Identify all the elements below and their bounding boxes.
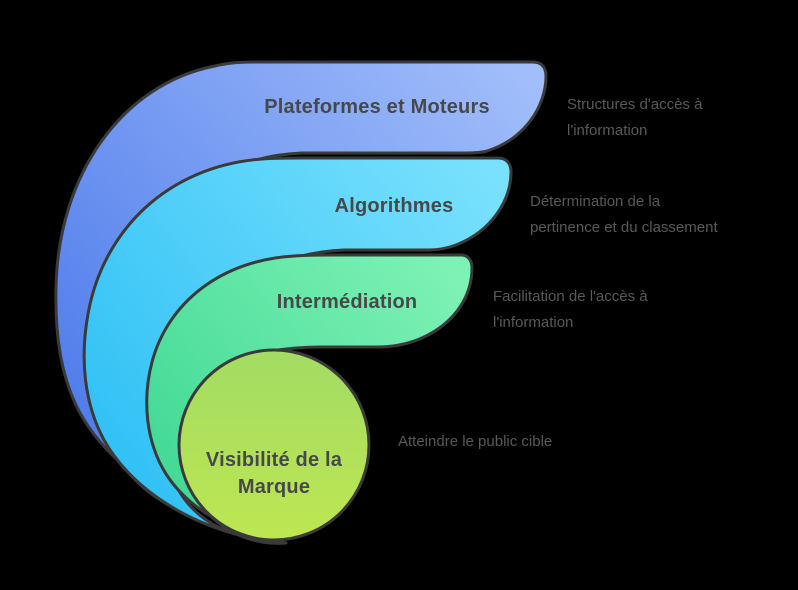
segment-caption-text: pertinence et du classement xyxy=(530,219,718,236)
segment-caption-text: l'information xyxy=(567,122,648,139)
segment-title-text: Marque xyxy=(237,476,311,498)
segment-caption-text: l'information xyxy=(493,314,574,331)
segment-title-text: Visibilité de la xyxy=(205,449,343,471)
segment-caption-text: Facilitation de l'accès à xyxy=(493,288,648,305)
segment-caption-algorithmes: Détermination de la pertinence et du cla… xyxy=(530,189,760,241)
segment-title-algorithmes: Algorithmes xyxy=(284,192,504,220)
segment-title-intermediation: Intermédiation xyxy=(237,288,457,316)
segment-shape-visibilite xyxy=(177,348,371,542)
segment-title-text: Plateformes et Moteurs xyxy=(264,96,490,118)
segment-title-visibilite: Visibilité de la Marque xyxy=(164,447,384,501)
segment-caption-text: Atteindre le public cible xyxy=(398,433,553,450)
segment-title-text: Algorithmes xyxy=(334,195,454,217)
segment-caption-text: Structures d'accès à xyxy=(567,96,703,113)
segment-title-text: Intermédiation xyxy=(276,291,418,313)
segment-caption-intermediation: Facilitation de l'accès à l'information xyxy=(493,284,703,336)
segment-caption-visibilite: Atteindre le public cible xyxy=(398,429,618,455)
segment-caption-plateformes: Structures d'accès à l'information xyxy=(567,92,757,144)
segment-caption-text: Détermination de la xyxy=(530,193,661,210)
segment-title-plateformes: Plateformes et Moteurs xyxy=(237,93,517,121)
